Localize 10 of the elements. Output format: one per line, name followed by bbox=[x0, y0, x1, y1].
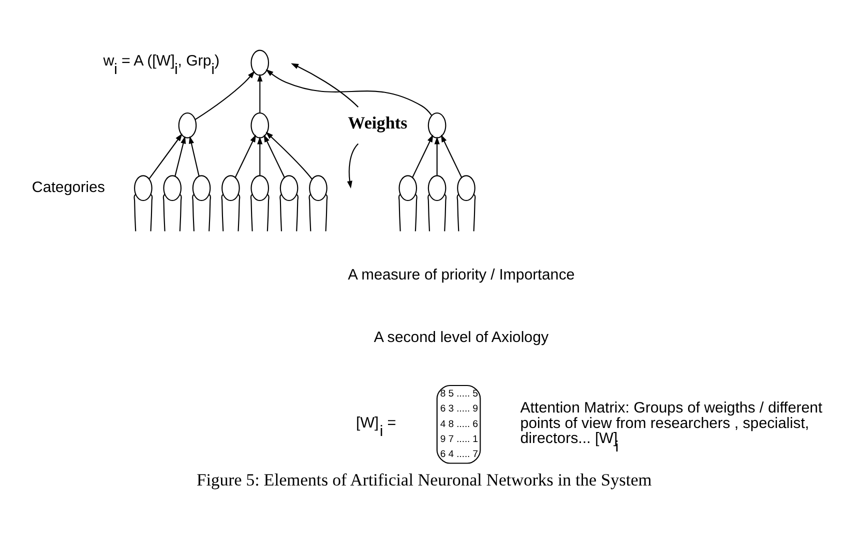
label: 6 4 ..... 7 bbox=[440, 448, 478, 460]
node-text: Weights bbox=[348, 112, 408, 132]
label: Categories bbox=[32, 178, 105, 196]
label: A measure of priority / Importance bbox=[348, 266, 575, 283]
label: A second level of Axiology bbox=[374, 328, 549, 346]
label: 4 8 ..... 6 bbox=[440, 418, 478, 430]
label: 6 3 ..... 9 bbox=[440, 403, 478, 414]
caption: Figure 5: Elements of Artificial Neuronal Networks in the System bbox=[196, 470, 652, 490]
label: 9 7 ..... 1 bbox=[440, 433, 478, 444]
label: 8 5 ..... 5 bbox=[440, 388, 478, 400]
